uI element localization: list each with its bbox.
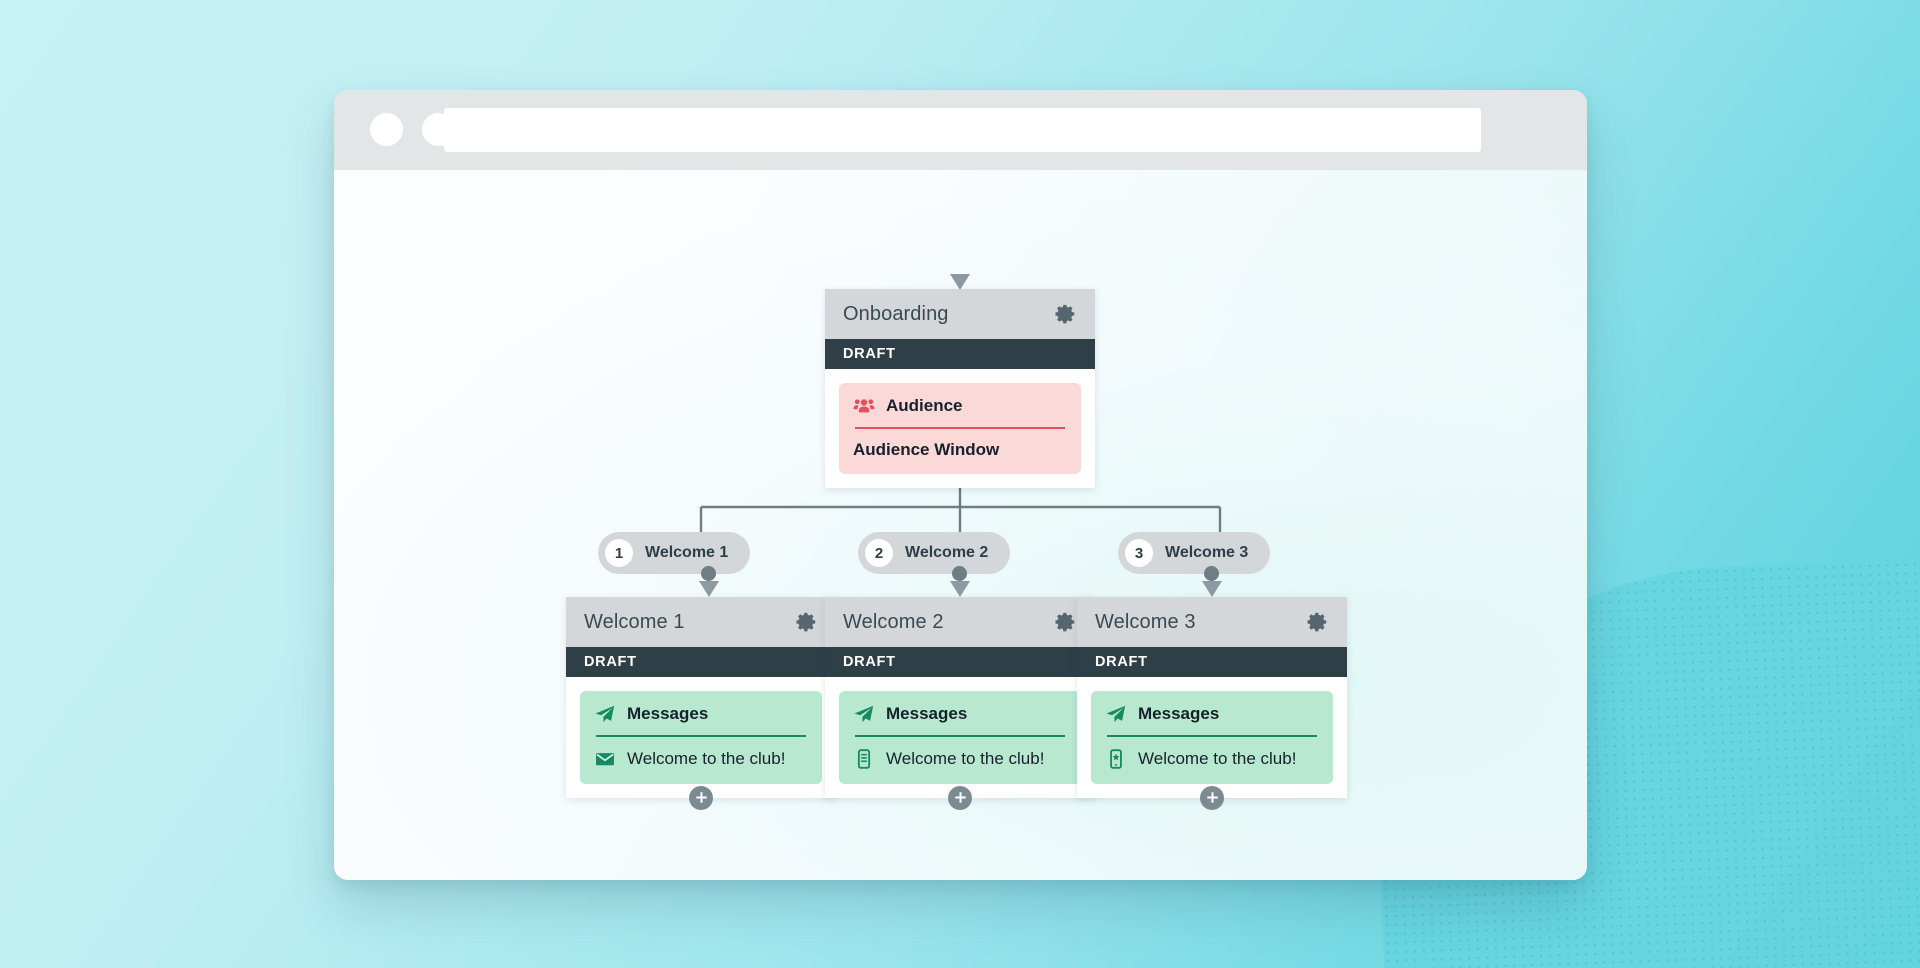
paper-plane-icon (1106, 705, 1126, 723)
envelope-icon (596, 752, 614, 765)
messages-block[interactable]: Messages Welcome to the club! (1091, 691, 1333, 784)
branch-anchor-dot (701, 566, 716, 581)
paper-plane-icon (854, 705, 874, 723)
block-divider (855, 735, 1065, 737)
audience-block[interactable]: Audience Audience Window (839, 383, 1081, 474)
branch-pill-welcome-1[interactable]: 1 Welcome 1 (598, 532, 751, 574)
sms-device-icon (857, 748, 871, 769)
audience-people-icon (853, 399, 875, 413)
flow-node-welcome-3[interactable]: Welcome 3 DRAFT Messages (1077, 597, 1347, 810)
node-status-badge: DRAFT (1077, 647, 1347, 677)
block-item-label: Welcome to the club! (627, 748, 786, 768)
plus-icon (695, 792, 707, 803)
block-heading: Audience (886, 396, 963, 415)
plus-icon (1206, 792, 1218, 803)
block-divider (855, 427, 1065, 429)
browser-window: Onboarding DRAFT (334, 90, 1587, 880)
flow-node-onboarding[interactable]: Onboarding DRAFT (825, 289, 1095, 488)
close-dot-icon[interactable] (370, 113, 403, 146)
node-header: Welcome 3 (1077, 597, 1347, 647)
block-heading-row: Messages (1105, 703, 1319, 725)
gear-icon[interactable] (1055, 611, 1077, 633)
node-body: Messages Welcome to the club! (1077, 677, 1347, 798)
block-item-row[interactable]: Audience Window (853, 440, 1067, 460)
node-header: Onboarding (825, 289, 1095, 339)
block-heading-row: Messages (853, 703, 1067, 725)
gear-icon[interactable] (1307, 611, 1329, 633)
add-step-button[interactable] (689, 785, 713, 810)
flow-canvas: Onboarding DRAFT (334, 170, 1587, 880)
node-header: Welcome 2 (825, 597, 1095, 647)
node-header: Welcome 1 (566, 597, 836, 647)
block-heading: Messages (886, 704, 968, 723)
block-heading: Messages (627, 704, 709, 723)
gear-icon[interactable] (796, 611, 818, 633)
paper-plane-icon (595, 705, 615, 723)
branch-pill-welcome-3[interactable]: 3 Welcome 3 (1118, 532, 1271, 574)
plus-icon (954, 792, 966, 803)
node-body: Messages Welcome to the club! (566, 677, 836, 798)
node-status-badge: DRAFT (825, 339, 1095, 369)
flow-node-welcome-1[interactable]: Welcome 1 DRAFT Messages (566, 597, 836, 810)
node-title: Onboarding (843, 302, 949, 325)
push-notification-icon (1110, 748, 1122, 769)
block-item-label: Welcome to the club! (886, 748, 1045, 768)
node-status-badge: DRAFT (825, 647, 1095, 677)
block-heading-row: Messages (594, 703, 808, 725)
block-item-label: Audience Window (853, 439, 1000, 459)
block-divider (596, 735, 806, 737)
block-item-label: Welcome to the club! (1138, 748, 1297, 768)
branch-label: Welcome 2 (905, 544, 989, 561)
node-title: Welcome 1 (584, 610, 685, 633)
block-heading: Messages (1138, 704, 1220, 723)
branch-label: Welcome 3 (1165, 544, 1249, 561)
address-bar-input[interactable] (444, 108, 1481, 152)
flow-node-welcome-2[interactable]: Welcome 2 DRAFT Messages (825, 597, 1095, 810)
branch-number-badge: 2 (865, 539, 893, 567)
block-divider (1107, 735, 1317, 737)
messages-block[interactable]: Messages Welcome to the club! (839, 691, 1081, 784)
branch-pill-welcome-2[interactable]: 2 Welcome 2 (858, 532, 1011, 574)
messages-block[interactable]: Messages Welcome to the club! (580, 691, 822, 784)
node-body: Audience Audience Window (825, 369, 1095, 488)
browser-chrome-bar (334, 90, 1587, 170)
branch-number-badge: 1 (605, 539, 633, 567)
add-step-button[interactable] (948, 785, 972, 810)
branch-number-badge: 3 (1125, 539, 1153, 567)
block-item-row[interactable]: Welcome to the club! (594, 748, 808, 770)
node-title: Welcome 3 (1095, 610, 1196, 633)
block-item-row[interactable]: Welcome to the club! (853, 748, 1067, 770)
branch-anchor-dot (952, 566, 967, 581)
node-title: Welcome 2 (843, 610, 944, 633)
block-item-row[interactable]: Welcome to the club! (1105, 748, 1319, 770)
gear-icon[interactable] (1055, 303, 1077, 325)
add-step-button[interactable] (1200, 785, 1224, 810)
branch-anchor-dot (1204, 566, 1219, 581)
block-heading-row: Audience (853, 395, 1067, 417)
node-body: Messages Welcome to the club! (825, 677, 1095, 798)
branch-label: Welcome 1 (645, 544, 729, 561)
node-status-badge: DRAFT (566, 647, 836, 677)
